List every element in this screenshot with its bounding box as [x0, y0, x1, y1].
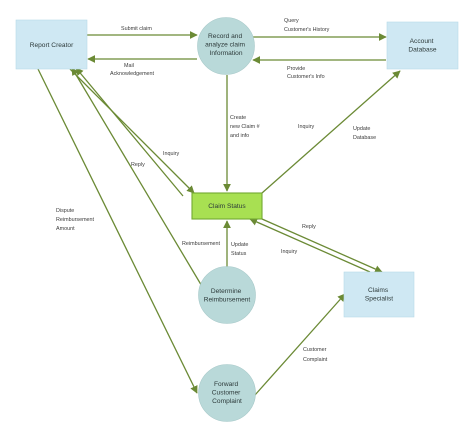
flow-reply-report-creator — [75, 67, 184, 197]
flow-lines — [37, 31, 401, 396]
label-update-status: Update Status — [231, 242, 250, 257]
account-database-label: Account Database — [408, 38, 437, 54]
flow-inquiry-claims-specialist — [249, 218, 371, 273]
label-create-claim: Create new Claim # and info — [230, 115, 261, 139]
claim-status-store: Claim Status — [191, 192, 263, 220]
flow-inquiry-report-creator — [69, 68, 195, 194]
flow-reply-claims-specialist — [261, 218, 383, 273]
label-inquiry-report-creator: Inquiry — [163, 151, 179, 157]
label-reply-claims-specialist: Reply — [302, 224, 316, 230]
account-database-node: Account Database — [386, 21, 459, 70]
label-submit-claim: Submit claim — [121, 26, 152, 32]
label-reimbursement: Reimbursement — [182, 241, 221, 247]
determine-reimbursement-label: Determine Reimbursement — [204, 288, 251, 304]
record-claim-label: Record and analyze claim Information — [205, 33, 247, 57]
flow-labels: Submit claim Mail Acknowledgement Query … — [56, 18, 376, 363]
label-inquiry-database: Inquiry — [298, 124, 314, 130]
flow-reimbursement — [71, 67, 204, 289]
claims-specialist-label: Claims Specialist — [365, 287, 393, 303]
label-query-history: Query Customer's History — [284, 18, 330, 33]
label-inquiry-claims-specialist: Inquiry — [281, 249, 297, 255]
record-claim-process: Record and analyze claim Information — [197, 17, 255, 75]
label-mail-acknowledgement: Mail Acknowledgement — [110, 63, 155, 77]
label-update-database: Update Database — [353, 126, 376, 141]
determine-reimbursement-process: Determine Reimbursement — [198, 266, 256, 324]
report-creator-node: Report Creator — [15, 19, 88, 70]
label-provide-info: Provide Customer's Info — [287, 66, 325, 80]
forward-complaint-label: Forward Customer Complaint — [212, 381, 242, 405]
forward-complaint-process: Forward Customer Complaint — [198, 364, 256, 422]
label-reply-report-creator: Reply — [131, 162, 145, 168]
claims-specialist-node: Claims Specialist — [343, 271, 415, 318]
label-customer-complaint: Customer Complaint — [303, 347, 328, 363]
claim-status-label: Claim Status — [208, 203, 246, 210]
flow-dispute-reimbursement — [37, 68, 198, 394]
label-dispute-reimbursement: Dispute Reimbursement Amount — [56, 208, 96, 232]
flow-inquiry-database — [261, 70, 401, 194]
report-creator-label: Report Creator — [30, 42, 74, 49]
flow-customer-complaint — [254, 293, 346, 396]
